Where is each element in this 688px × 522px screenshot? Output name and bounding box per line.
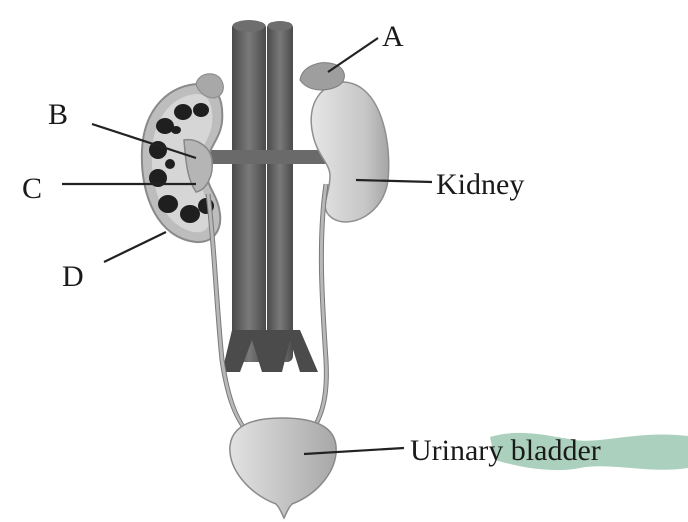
label-kidney: Kidney <box>436 168 524 201</box>
label-c: C <box>22 172 42 205</box>
urinary-bladder-shape <box>230 418 336 518</box>
label-d: D <box>62 260 84 293</box>
label-b: B <box>48 98 68 131</box>
label-urinary-bladder: Urinary bladder <box>410 434 601 467</box>
kidney-external <box>300 63 389 222</box>
label-a: A <box>382 20 404 53</box>
